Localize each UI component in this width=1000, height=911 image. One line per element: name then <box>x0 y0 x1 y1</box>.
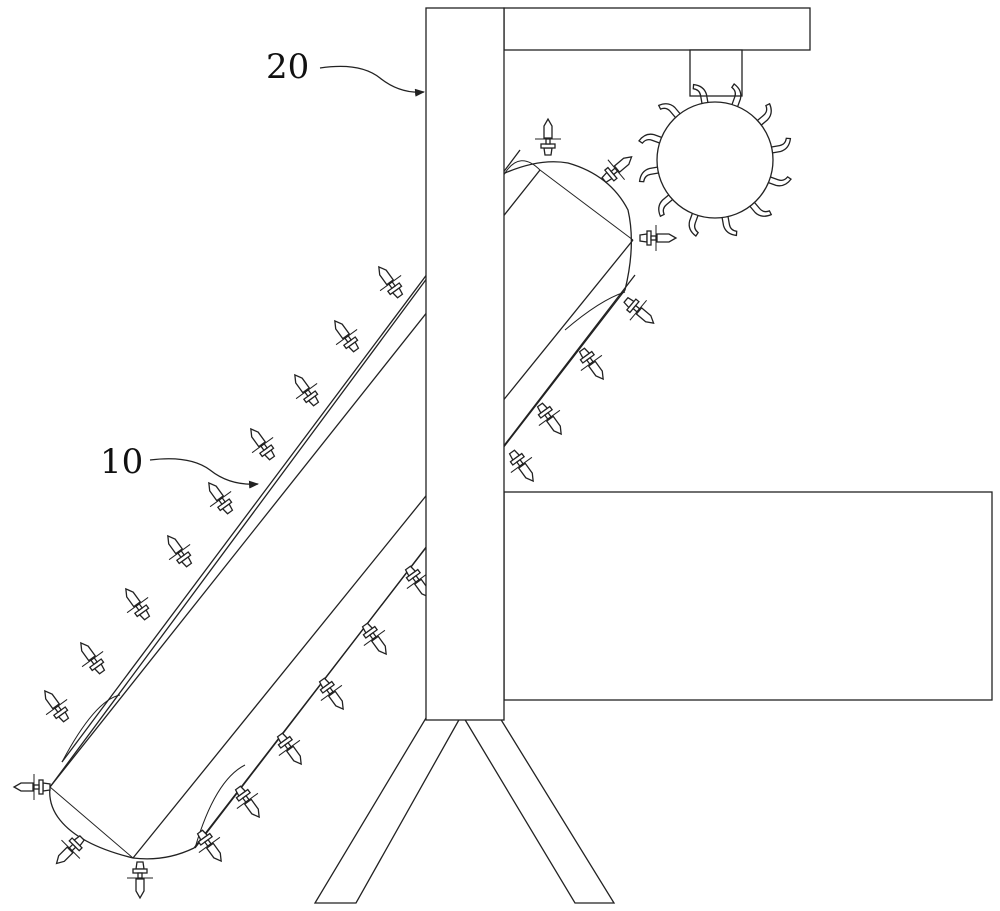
toothed-roller <box>637 82 793 238</box>
leader-line-10 <box>149 458 259 489</box>
collection-box <box>503 491 993 701</box>
leader-line-20 <box>319 65 425 97</box>
reference-label-conveyor: 10 <box>100 442 144 482</box>
top-arm <box>503 7 811 97</box>
vertical-column <box>425 7 505 721</box>
reference-label-frame: 20 <box>266 47 310 87</box>
support-legs <box>313 717 616 904</box>
